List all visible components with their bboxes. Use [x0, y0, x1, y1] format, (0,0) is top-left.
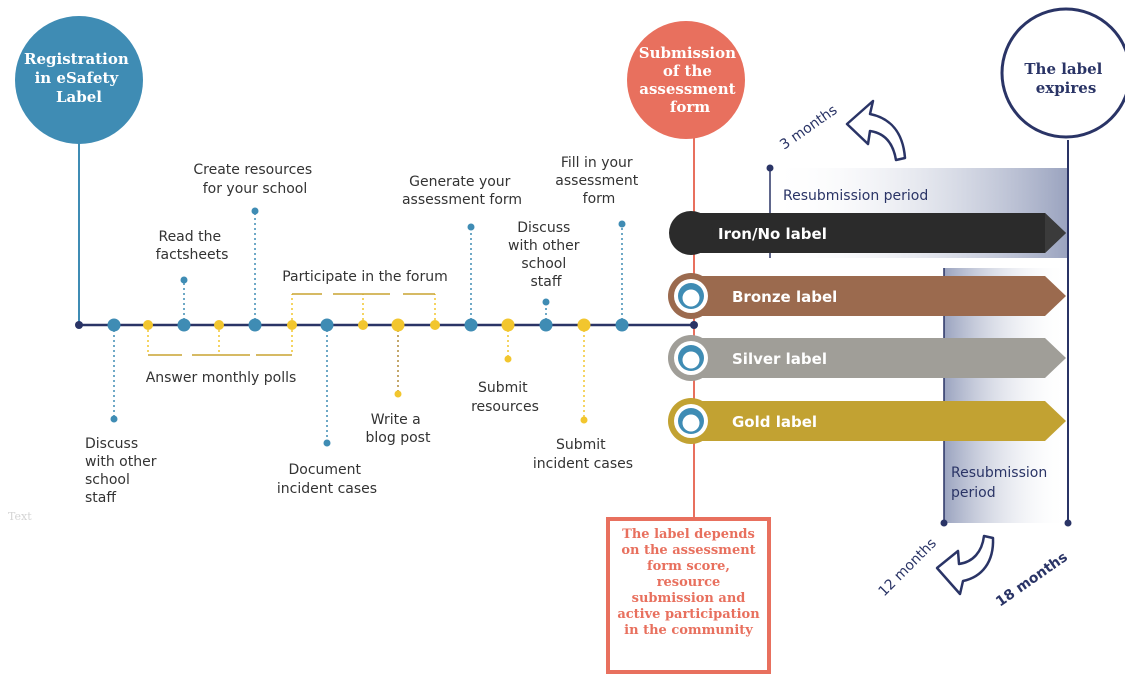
smiley-icon [682, 351, 700, 369]
smiley-icon [682, 289, 700, 307]
resubmission-period-bottom: Resubmission period [951, 465, 1052, 501]
ghost-text: Text [8, 510, 32, 523]
marker-dot [1064, 519, 1072, 527]
activity-document-incidents: Document incident cases [277, 462, 377, 497]
activity-submit-incidents: Submit incident cases [533, 437, 633, 472]
label-criteria-note: The label depends on the assessment form… [606, 517, 771, 674]
connector-endpoints [110, 207, 626, 447]
iron-label-text: Iron/No label [718, 225, 827, 243]
timeline-end-dot [690, 321, 698, 329]
expires-circle [1000, 7, 1125, 139]
marker-dot [766, 164, 774, 172]
registration-circle-label: Registration in eSafety Label [24, 50, 134, 106]
activity-submit-resources: Submit resources [471, 380, 539, 415]
iron-label-band: Iron/No label [669, 211, 1066, 255]
three-months-label: 3 months [777, 102, 840, 153]
timeline-start-dot [75, 321, 83, 329]
eighteen-months-label: 18 months [993, 549, 1071, 610]
activity-answer-polls: Answer monthly polls [146, 370, 297, 386]
registration-circle [15, 16, 143, 144]
activity-read-factsheets: Read the factsheets [156, 229, 229, 263]
twelve-months-label: 12 months [876, 535, 940, 599]
submission-circle [627, 21, 745, 139]
connectors [113, 211, 623, 443]
expires-circle-label: The label expires [1024, 60, 1107, 97]
bronze-label-band: Bronze label [668, 273, 1066, 319]
activity-fill-form: Fill in your assessment form [555, 155, 642, 207]
bracket-lines [148, 293, 435, 356]
gold-label-text: Gold label [732, 413, 817, 431]
curved-arrow-up-icon [845, 99, 907, 162]
silver-label-text: Silver label [732, 350, 827, 368]
activity-generate-form: Generate your assessment form [402, 174, 522, 208]
marker-dot [940, 519, 948, 527]
gold-label-band: Gold label [668, 398, 1066, 444]
curved-arrow-down-icon [935, 534, 995, 596]
activity-create-resources: Create resources for your school [193, 162, 316, 197]
activity-discuss-staff-1: Discuss with other school staff [85, 436, 161, 506]
bronze-label-text: Bronze label [732, 288, 837, 306]
activity-write-blog: Write a blog post [366, 412, 431, 446]
smiley-icon [682, 414, 700, 432]
submission-circle-label: Submission of the assessment form [639, 44, 742, 116]
silver-label-band: Silver label [668, 335, 1066, 381]
activity-discuss-staff-2: Discuss with other school staff [508, 220, 584, 290]
resubmission-period-top: Resubmission period [783, 188, 928, 204]
timeline-nodes [107, 318, 629, 332]
activity-participate-forum: Participate in the forum [282, 269, 448, 285]
